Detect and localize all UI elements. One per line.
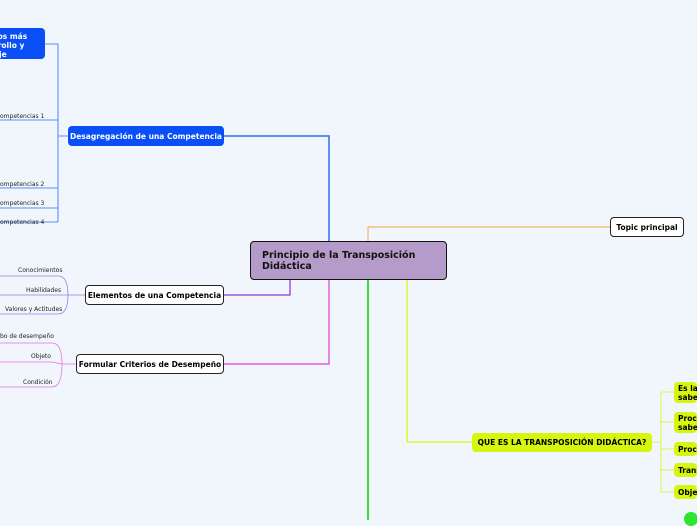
branch-que-es-label: QUE ES LA TRANSPOSICIÓN DIDÁCTICA? — [477, 438, 647, 447]
link-desagregacion-subs — [0, 43, 68, 223]
branch-topic-principal-label: Topic principal — [616, 222, 678, 232]
branch-desagregacion-label: Desagregación de una Competencia — [70, 131, 222, 141]
central-topic-title: Principio de la Transposición Didáctica — [262, 249, 416, 272]
leaf-que-es-4[interactable]: Trans — [674, 463, 697, 477]
leaf-competencias-1[interactable]: ompetencias 1 — [0, 113, 45, 120]
leaf-que-es-3[interactable]: Proce — [674, 442, 697, 456]
link-elementos — [224, 280, 291, 296]
branch-desagregacion[interactable]: Desagregación de una Competencia — [68, 126, 224, 146]
leaf-que-es-5[interactable]: Objet — [674, 485, 697, 499]
leaf-competencias-3[interactable]: ompetencias 3 — [0, 200, 45, 207]
subnode-top-truncated-label: tos más rrollo y aje — [0, 32, 28, 59]
link-formular — [224, 280, 330, 365]
leaf-valores-actitudes[interactable]: Valores y Actitudes — [5, 306, 63, 313]
link-formular-subs — [0, 342, 76, 388]
link-topic — [367, 226, 610, 241]
link-elementos-subs — [0, 275, 85, 315]
link-que-es-subs — [652, 391, 674, 493]
leaf-competencias-2[interactable]: ompetencias 2 — [0, 181, 45, 188]
link-que-es — [406, 280, 472, 443]
leaf-que-es-2[interactable]: Proce sabe — [674, 412, 697, 433]
green-node-partial[interactable] — [684, 512, 697, 526]
leaf-que-es-1[interactable]: Es la sabe — [674, 382, 697, 403]
branch-formular[interactable]: Formular Criterios de Desempeño — [76, 354, 224, 374]
subnode-top-truncated[interactable]: tos más rrollo y aje — [0, 28, 45, 59]
leaf-conocimientos[interactable]: Conocimientos — [18, 267, 63, 274]
leaf-condicion[interactable]: Condición — [23, 379, 53, 386]
leaf-que-es-2-label: Proce sabe — [678, 413, 697, 432]
leaf-que-es-5-label: Objet — [678, 487, 697, 497]
branch-que-es[interactable]: QUE ES LA TRANSPOSICIÓN DIDÁCTICA? — [472, 433, 652, 452]
branch-elementos-label: Elementos de una Competencia — [87, 290, 222, 300]
link-desagregacion — [224, 135, 330, 241]
branch-elementos[interactable]: Elementos de una Competencia — [85, 285, 224, 305]
leaf-que-es-1-label: Es la sabe — [678, 383, 697, 402]
leaf-que-es-3-label: Proce — [678, 444, 697, 454]
leaf-objeto[interactable]: Objeto — [31, 353, 51, 360]
leaf-criterio-desempeno[interactable]: bo de desempeño — [0, 333, 54, 340]
leaf-habilidades[interactable]: Habilidades — [26, 287, 62, 294]
branch-formular-label: Formular Criterios de Desempeño — [78, 359, 222, 369]
leaf-que-es-4-label: Trans — [678, 465, 697, 475]
branch-topic-principal[interactable]: Topic principal — [610, 217, 684, 237]
leaf-competencias-4[interactable]: ompetencias 4 — [0, 219, 45, 226]
central-topic[interactable]: Principio de la Transposición Didáctica — [250, 241, 447, 280]
